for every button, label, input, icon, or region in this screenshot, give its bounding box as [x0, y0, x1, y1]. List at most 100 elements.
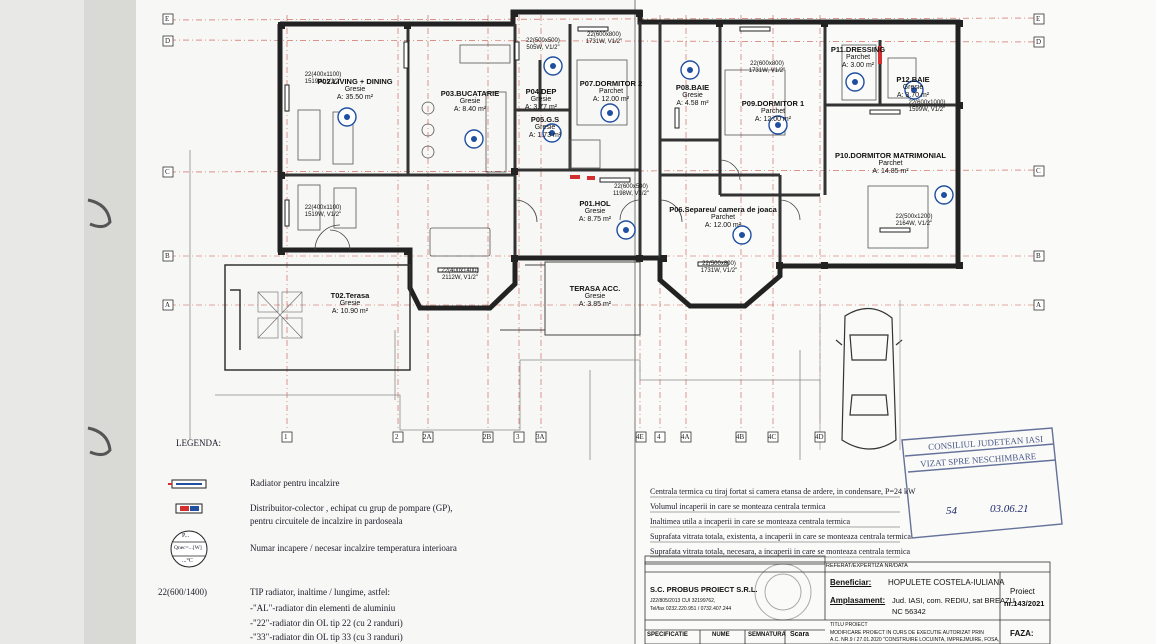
stamp-date: 03.06.21: [990, 503, 1029, 515]
approval-stamp: [901, 427, 1063, 539]
grid-col-label: 3: [516, 433, 520, 441]
grid-col-label: 2: [395, 433, 399, 441]
tb-nume-label: NUME: [712, 632, 730, 638]
tb-ref-label: REFERAT/EXPERTIZA NR/DATA: [826, 563, 908, 569]
radiator-label: 22(400x1100)1519W, V1/2": [304, 72, 342, 85]
radiator-label: 22(400x1400)2112W, V1/2": [441, 268, 479, 281]
grid-row-label: B: [165, 252, 170, 260]
radiator-label: 22(500x500)505W, V1/2": [526, 38, 560, 51]
grid-row-label: E: [165, 15, 170, 23]
company-seal: [754, 563, 812, 621]
legend-room-symbol-mid: Qnec=...[W]: [174, 545, 202, 551]
grid-col-label: 4C: [768, 433, 777, 441]
legend-distributor-text: Distribuitor-colector , echipat cu grup …: [250, 503, 453, 513]
grid-col-label: 1: [284, 433, 288, 441]
grid-col-label: 3A: [536, 433, 545, 441]
binder-edge: [84, 0, 136, 644]
right-sheet: [635, 0, 1156, 644]
radiator-label: 22(600x500)1198W, V1/2": [612, 184, 650, 197]
grid-row-label: D: [165, 37, 171, 45]
car-outline: [835, 307, 903, 450]
bedroom-furniture: [569, 44, 929, 249]
tb-semnatura-label: SEMNATURA: [748, 632, 786, 638]
grid-row-label: A: [1036, 301, 1042, 309]
legend-type-al: -"AL"-radiator din elementi de aluminiu: [250, 603, 396, 613]
radiator-label: 22(400x1100)1519W, V1/2": [304, 205, 342, 218]
legend-distributor-icon: [175, 503, 203, 514]
tb-scara-label: Scara: [790, 631, 810, 638]
grid-col-label: 4: [657, 433, 661, 441]
grid-col-label: 4A: [681, 433, 690, 441]
radiator-label: 22(500x800)1731W, V1/2": [700, 261, 738, 274]
grid-row-label: D: [1036, 38, 1042, 46]
legend-type-example: 22(600/1400): [158, 587, 207, 597]
grid-row-label: A: [165, 301, 171, 309]
tb-specificatie-label: SPECIFICATIE: [647, 632, 688, 638]
legend-radiator-icon: [168, 479, 207, 489]
radiator-label: 22(500x1200)2164W, V1/2": [895, 214, 933, 227]
legend-room-symbol-bot: ...°C: [182, 558, 193, 564]
grid-col-label: 2B: [483, 433, 492, 441]
tb-proiect-nr: nr.143/2021: [1004, 599, 1045, 608]
legend-room-symbol-top: P...: [182, 533, 190, 539]
legend-title: LEGENDA:: [176, 438, 221, 448]
grid-row-label: B: [1036, 252, 1041, 260]
tb-titlu-2: A.C. NR.9 / 27.01.2020 "CONSTRUIRE LOCUI…: [830, 637, 1000, 643]
grid-row-label: C: [165, 168, 170, 176]
tb-amplasament-label: Amplasament:: [830, 596, 886, 605]
tb-beneficiar-label: Beneficiar:: [830, 578, 872, 587]
left-sheet: [135, 0, 635, 644]
tb-beneficiar: HOPULETE COSTELA-IULIANA: [888, 578, 1005, 587]
grid-col-label: 4E: [636, 433, 644, 441]
binder-rings: [87, 198, 112, 457]
axis-bubbles: [162, 13, 1045, 443]
legend-room-text: Numar incapere / necesar incalzire tempe…: [250, 543, 457, 553]
tb-proiect-label: Proiect: [1010, 587, 1035, 596]
radiator-label: 22(600x1000)1599W, V1/2": [908, 100, 946, 113]
terrace-furniture: [257, 291, 303, 339]
legend-room-icon: [170, 530, 208, 568]
note-line: Suprafata vitrata totala, existenta, a i…: [650, 532, 911, 541]
room-sensor-dots: [344, 63, 947, 238]
title-block-frame: [644, 555, 1051, 644]
radiator-label: 22(600x800)1731W, V1/2": [585, 32, 623, 45]
legend-radiator-text: Radiator pentru incalzire: [250, 478, 340, 488]
legend-distributor-text-2: pentru circuitele de incalzire in pardos…: [250, 516, 403, 526]
tb-company-info-2: Tel/fax 0232.220.951 / 0732.407.244: [650, 606, 732, 612]
stamp-number: 54: [946, 505, 957, 517]
legend-type-desc: TIP radiator, inaltime / lungime, astfel…: [250, 587, 391, 597]
tb-amplasament-2: NC 56342: [892, 607, 926, 616]
note-line: Centrala termica cu tiraj fortat si came…: [650, 487, 916, 496]
note-line: Suprafata vitrata totala, necesara, a in…: [650, 547, 911, 556]
room-sensor-icons: [337, 56, 954, 245]
grid-row-label: E: [1036, 15, 1041, 23]
tb-amplasament-1: Jud. IASI, com. REDIU, sat BREAZU,: [892, 596, 1018, 605]
note-line: Volumul incaperii in care se monteaza ce…: [650, 502, 826, 511]
grid-col-label: 4B: [736, 433, 745, 441]
grid-row-label: C: [1036, 167, 1041, 175]
tb-titlu-1: MODIFICARE PROIECT IN CURS DE EXECUTIE A…: [830, 630, 984, 636]
note-line: Inaltimea utila a incaperii in care se m…: [650, 517, 851, 526]
legend-type-33: -"33"-radiator din OL tip 33 (cu 3 randu…: [250, 632, 403, 642]
radiator-bars: [284, 26, 911, 273]
tb-company-info-1: J22/805/2013 CUI 32199762,: [650, 598, 716, 604]
tb-titlu-label: TITLU PROIECT: [830, 622, 868, 628]
legend-type-22: -"22"-radiator din OL tip 22 (cu 2 randu…: [250, 618, 403, 628]
tb-company: S.C. PROBUS PROIECT S.R.L.: [650, 585, 758, 594]
tb-faza-label: FAZA:: [1010, 629, 1034, 638]
